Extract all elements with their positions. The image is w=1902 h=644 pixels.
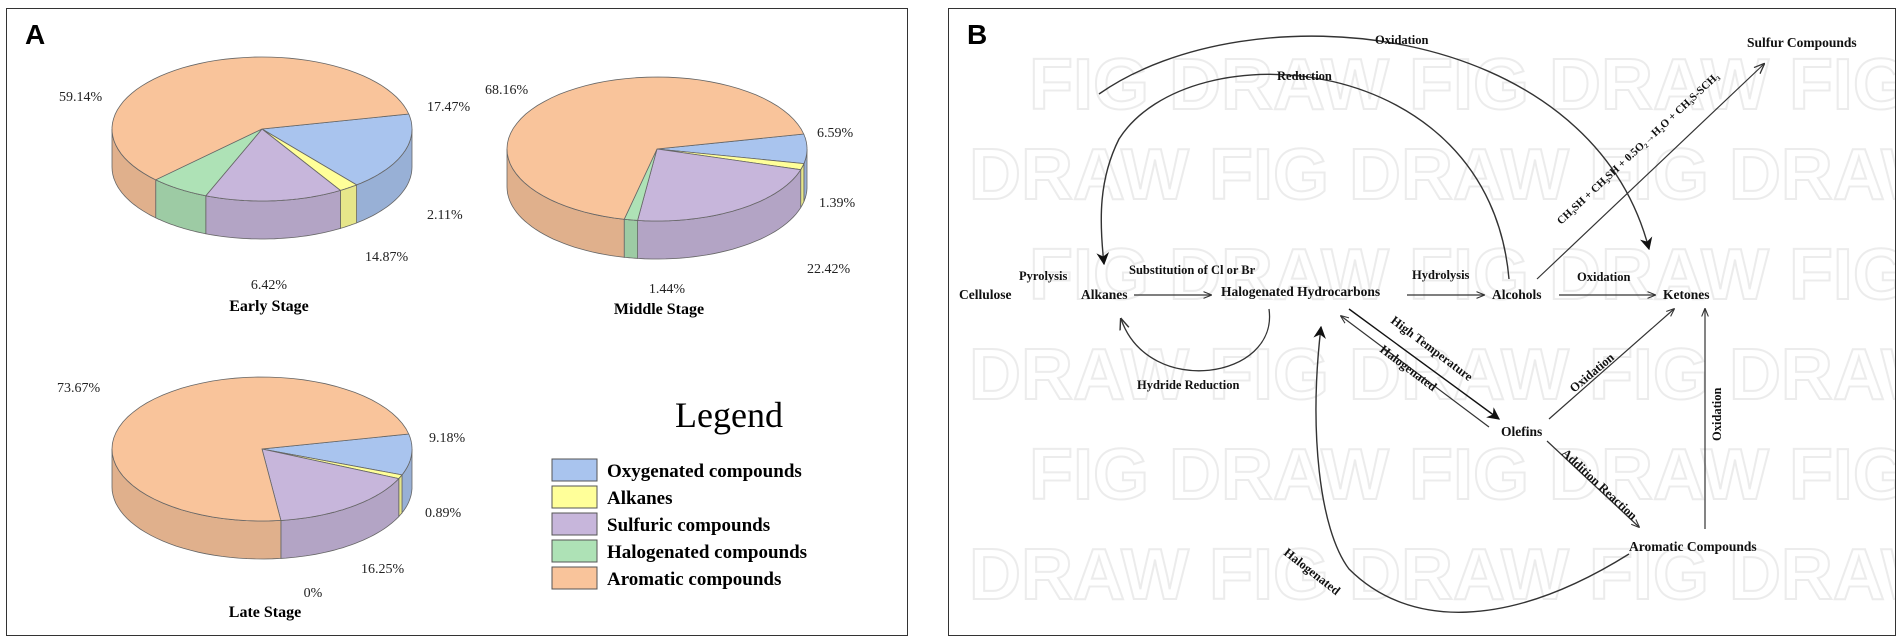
pie-label-aromatic: 68.16% — [485, 83, 529, 98]
pie-title: Early Stage — [229, 298, 309, 315]
legend-label-alkanes: Alkanes — [607, 488, 672, 509]
pie-1: 6.59% 1.39% 22.42% 1.44% 68.16% Middle Stage — [485, 76, 856, 318]
label-hydrolysis: Hydrolysis — [1412, 268, 1470, 282]
svg-text:DRAW FIG DRAW FIG DRAW: DRAW FIG DRAW FIG DRAW — [969, 535, 1895, 615]
node-sulfur-compounds: Sulfur Compounds — [1747, 35, 1857, 50]
pie-label-halogenated: 6.42% — [251, 278, 288, 293]
panel-a: A 17.47% 2.11% 14.87% 6.42% 59.14% Early Stag… — [6, 8, 908, 636]
arrow-halogenated-to-olefins — [1348, 308, 1501, 420]
legend-swatch-alkanes — [551, 485, 598, 509]
svg-text:FIG DRAW FIG DRAW FIG: FIG DRAW FIG DRAW FIG — [1029, 45, 1895, 125]
pie-side-halogenated — [623, 218, 638, 259]
label-substitution: Substitution of Cl or Br — [1129, 263, 1256, 277]
node-aromatic-compounds: Aromatic Compounds — [1629, 539, 1757, 554]
panel-b: B FIG DRAW FIG DRAW FIG DRAW FIG DRAW FI… — [948, 8, 1902, 636]
watermark: FIG DRAW FIG DRAW FIG DRAW FIG DRAW FIG … — [968, 44, 1902, 616]
label-reduction: Reduction — [1277, 69, 1332, 83]
pie-label-sulfuric: 22.42% — [807, 262, 851, 277]
pie-label-alkanes: 2.11% — [427, 208, 463, 223]
svg-text:DRAW FIG DRAW FIG DRAW: DRAW FIG DRAW FIG DRAW — [969, 135, 1895, 215]
arrow-hydride-reduction-curve — [1121, 308, 1271, 372]
label-oxidation-aromatic: Oxidation — [1710, 387, 1724, 441]
panel-a-letter: A — [25, 19, 46, 50]
pie-side-alkanes — [340, 184, 357, 229]
pie-slice-oxygenated — [261, 433, 413, 476]
label-oxidation-top: Oxidation — [1375, 33, 1429, 47]
pie-2: 9.18% 0.89% 16.25% 0% 73.67% Late Stage — [57, 376, 466, 621]
pie-slice-alkanes — [261, 128, 358, 191]
legend-item: Aromatic compounds — [551, 566, 781, 590]
legend-label-halogenated: Halogenated compounds — [607, 542, 807, 563]
pie-side-alkanes — [398, 473, 403, 518]
node-ketones: Ketones — [1663, 287, 1710, 302]
pie-slice-sulfuric — [637, 148, 802, 222]
svg-text:DRAW FIG DRAW FIG DRAW: DRAW FIG DRAW FIG DRAW — [969, 335, 1895, 415]
legend-item: Alkanes — [551, 485, 672, 509]
node-alkanes: Alkanes — [1081, 287, 1128, 302]
legend: Legend Oxygenated compounds Alkanes Sulf… — [551, 395, 807, 590]
arrow-halogenated-bottom-curve — [1313, 325, 1630, 613]
pie-slice-aromatic — [111, 56, 410, 181]
node-cellulose: Cellulose — [959, 287, 1012, 302]
legend-swatch-halogenated — [551, 539, 598, 563]
pie-slice-aromatic — [111, 376, 410, 522]
pie-0: 17.47% 2.11% 14.87% 6.42% 59.14% Early Stage — [59, 56, 471, 315]
pie-slice-sulfuric — [205, 128, 342, 202]
pie-side-alkanes — [800, 163, 805, 208]
pie-label-aromatic: 59.14% — [59, 90, 103, 105]
pie-slice-oxygenated — [656, 133, 808, 165]
legend-swatch-aromatic — [551, 566, 598, 590]
pie-label-halogenated: 1.44% — [649, 282, 686, 297]
arrow-olefins-to-aromatic — [1546, 440, 1639, 527]
legend-label-aromatic: Aromatic compounds — [607, 569, 781, 590]
legend-label-oxygenated: Oxygenated compounds — [607, 461, 802, 482]
node-olefins: Olefins — [1501, 424, 1542, 439]
legend-label-sulfuric: Sulfuric compounds — [607, 515, 770, 536]
pie-title: Middle Stage — [614, 301, 704, 318]
pie-charts: 17.47% 2.11% 14.87% 6.42% 59.14% Early Stage 6… — [57, 56, 856, 621]
pie-label-oxygenated: 9.18% — [429, 431, 466, 446]
arrow-oxidation-curve — [1098, 35, 1653, 251]
arrow-reduction-curve — [1096, 73, 1510, 280]
pie-label-oxygenated: 17.47% — [427, 100, 471, 115]
label-hydride-reduction: Hydride Reduction — [1137, 378, 1239, 392]
pie-slice-aromatic — [506, 76, 805, 220]
node-alcohols: Alcohols — [1492, 287, 1542, 302]
pie-label-oxygenated: 6.59% — [817, 126, 854, 141]
arrow-alcohols-to-sulfur — [1536, 64, 1764, 280]
pie-title: Late Stage — [229, 604, 301, 621]
legend-swatch-sulfuric — [551, 512, 598, 536]
arrow-olefins-to-ketones — [1548, 309, 1674, 420]
pie-label-halogenated: 0% — [304, 586, 323, 601]
node-halogenated-hydrocarbons: Halogenated Hydrocarbons — [1221, 284, 1380, 299]
pie-label-sulfuric: 16.25% — [361, 562, 405, 577]
legend-item: Halogenated compounds — [551, 539, 807, 563]
label-oxidation-ketones: Oxidation — [1577, 270, 1631, 284]
pie-slice-halogenated — [154, 128, 263, 197]
pie-slice-sulfuric — [261, 448, 400, 521]
pie-slice-oxygenated — [260, 113, 413, 186]
label-pyrolysis: Pyrolysis — [1019, 269, 1068, 283]
reaction-diagram: FIG DRAW FIG DRAW FIG DRAW FIG DRAW FIG … — [959, 33, 1902, 616]
pie-label-alkanes: 1.39% — [819, 196, 856, 211]
legend-item: Sulfuric compounds — [551, 512, 770, 536]
pie-label-sulfuric: 14.87% — [365, 250, 409, 265]
arrow-olefins-to-halogenated — [1341, 316, 1490, 428]
legend-item: Oxygenated compounds — [551, 458, 802, 482]
pie-label-alkanes: 0.89% — [425, 506, 462, 521]
panel-b-letter: B — [967, 19, 988, 50]
svg-text:FIG DRAW FIG DRAW FIG: FIG DRAW FIG DRAW FIG — [1029, 235, 1895, 315]
legend-title: Legend — [675, 395, 783, 435]
svg-text:FIG DRAW FIG DRAW FIG: FIG DRAW FIG DRAW FIG — [1029, 435, 1895, 515]
pie-label-aromatic: 73.67% — [57, 381, 101, 396]
legend-swatch-oxygenated — [551, 458, 598, 482]
